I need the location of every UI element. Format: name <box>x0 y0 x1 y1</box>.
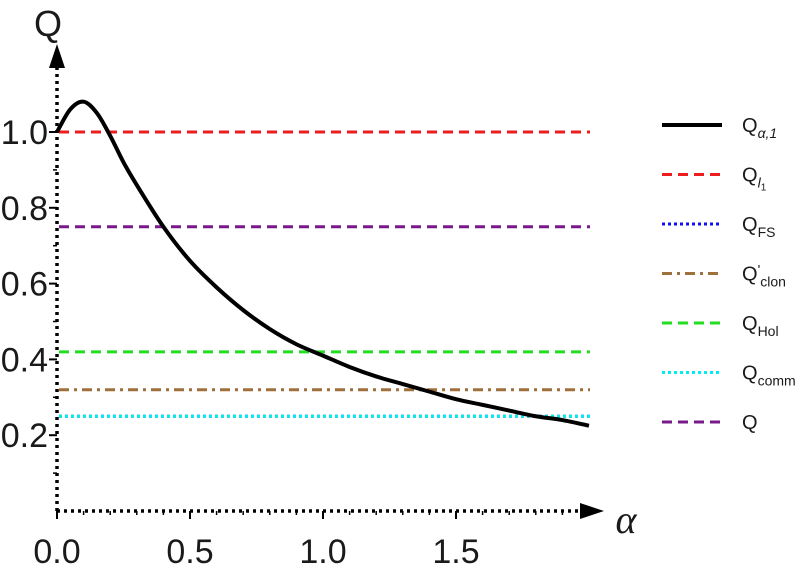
legend-label-main: Q <box>742 165 758 187</box>
legend-label-prime: ' <box>758 262 761 278</box>
legend-label-main: Q <box>742 115 758 137</box>
legend-label: Q'clon <box>742 262 786 290</box>
legend-label-main: Q <box>742 363 758 385</box>
y-axis-title: Q <box>34 3 62 44</box>
legend-label-main: Q <box>742 264 758 286</box>
x-tick-label: 1.0 <box>299 533 346 565</box>
y-axis-arrow <box>49 44 65 68</box>
y-tick-label: 0.4 <box>1 341 48 379</box>
curve-layer <box>55 99 590 428</box>
legend-label-subscript: clon <box>760 274 786 290</box>
ticks: 0.0 0.5 1.0 1.5 0.2 0.4 0.6 0.8 1.0 <box>1 114 564 565</box>
y-tick-label: 1.0 <box>1 114 48 152</box>
legend-label-main: Q <box>742 313 758 335</box>
legend-label: Q <box>742 412 758 434</box>
legend-label-subscript: Hol <box>758 323 779 339</box>
y-tick-label: 0.6 <box>1 266 48 304</box>
legend-label-subscript: l <box>758 175 762 191</box>
legend-label-subscript: α,1 <box>758 125 778 141</box>
legend-label: Qcomm <box>742 363 796 389</box>
x-tick-label: 0.0 <box>33 533 80 565</box>
legend-label-main: Q <box>742 214 758 236</box>
y-tick-label: 0.2 <box>1 417 48 455</box>
legend-label-subscript: comm <box>758 373 796 389</box>
legend-label: QHol <box>742 313 779 339</box>
legend-label-subscript: FS <box>758 224 776 240</box>
x-tick-label: 1.5 <box>432 533 479 565</box>
legend-label: QFS <box>742 214 775 240</box>
reference-lines <box>59 130 590 418</box>
series-curve-q-alpha-1 <box>55 99 590 428</box>
axes <box>49 44 604 519</box>
legend-label-subsubscript: 1 <box>761 183 767 194</box>
x-tick-label: 0.5 <box>166 533 213 565</box>
legend-label: Qα,1 <box>742 115 777 141</box>
x-axis-title: α <box>616 497 638 542</box>
legend-label: Ql1 <box>742 165 767 194</box>
x-axis-arrow <box>580 503 604 519</box>
y-tick-label: 0.8 <box>1 190 48 228</box>
legend-label-main: Q <box>742 412 758 434</box>
